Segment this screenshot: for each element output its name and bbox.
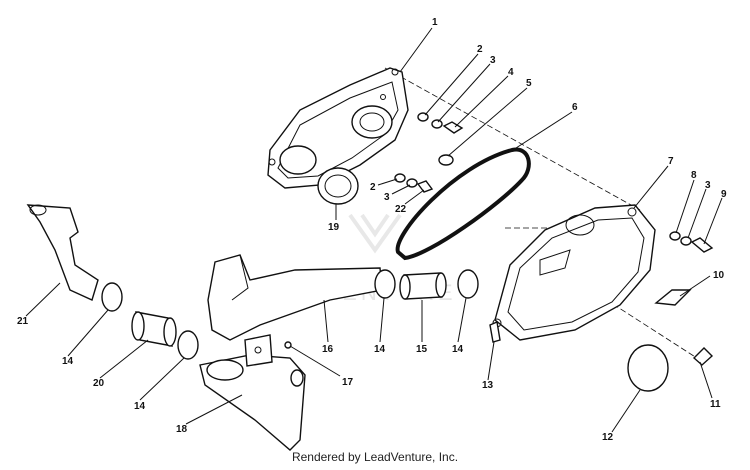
sleeve-part-20 [131,311,177,347]
callout-4: 4 [508,67,514,78]
callout-22: 22 [395,204,407,215]
decal-part-10 [654,289,692,306]
inner-cover-part-1 [267,67,409,189]
callout-15: 15 [416,344,428,355]
callout-17: 17 [342,377,354,388]
callout-14d: 14 [62,356,74,367]
inlet-elbow-part-21 [26,204,99,301]
callout-14a: 14 [374,344,386,355]
callout-18: 18 [176,424,188,435]
callout-16: 16 [322,344,334,355]
callout-10: 10 [713,270,725,281]
callout-2: 2 [477,44,483,55]
callout-13: 13 [482,380,494,391]
drive-belt-part-6 [395,147,531,261]
callout-20: 20 [93,378,105,389]
plate-part-12 [627,344,669,392]
tube-part-15 [399,272,447,300]
washer-bolt-set-cover [669,231,714,253]
callout-labels: 1 2 3 4 5 6 7 8 3 9 10 11 12 13 14 15 14… [17,17,727,443]
callout-8: 8 [691,170,697,181]
leader-lines [25,27,723,433]
callout-2b: 2 [370,182,376,193]
callout-11: 11 [710,399,721,410]
bracket-screw-part-17 [244,334,292,367]
outer-cover-part-7 [492,204,656,341]
callout-9: 9 [721,189,727,200]
callout-14b: 14 [452,344,464,355]
callout-21: 21 [17,316,29,327]
callout-3: 3 [490,55,496,66]
callout-14c: 14 [134,401,146,412]
callout-6: 6 [572,102,578,113]
callout-3b: 3 [705,180,711,191]
air-box-part-18 [199,354,306,451]
bolt-part-13 [489,321,501,343]
footer-credit: Rendered by LeadVenture, Inc. [291,450,459,464]
callout-5: 5 [526,78,532,89]
clamp-part-14 [101,269,479,360]
callout-19: 19 [328,222,340,233]
seal-part-19 [317,167,359,205]
callout-7: 7 [668,156,674,167]
callout-12: 12 [602,432,614,443]
label-part-11 [692,347,714,366]
callout-3c: 3 [384,192,390,203]
intake-duct-part-16 [207,254,383,341]
callout-1: 1 [432,17,438,28]
washer-bolt-set-lower [394,173,434,193]
washer-bolt-set-upper [417,112,464,166]
